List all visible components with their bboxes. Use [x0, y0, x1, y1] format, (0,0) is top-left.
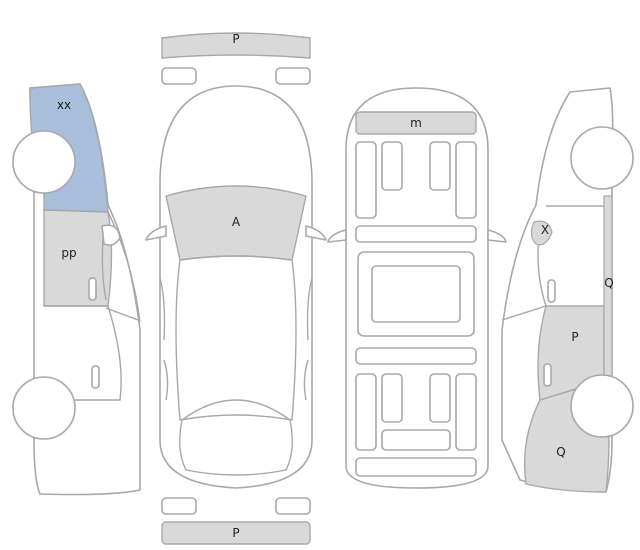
front-bumper-panel[interactable]: [161, 32, 311, 59]
rear-right-seat-back: [429, 373, 451, 423]
left-mirror: [101, 224, 121, 246]
right-front-wheel: [570, 126, 634, 190]
right-rear-quarter-label: Q: [556, 445, 565, 459]
right-side-view: X Q P Q: [501, 87, 634, 493]
front-bumper-label: P: [232, 32, 239, 46]
top-side-lines: [159, 277, 313, 401]
right-headlight: [275, 67, 311, 85]
right-mirror-top: [305, 225, 327, 241]
right-front-door-handle: [547, 279, 556, 303]
right-mirror[interactable]: [530, 220, 553, 246]
trunk-bar: [355, 457, 477, 477]
dashboard-bar: [355, 225, 477, 243]
left-front-door-handle: [88, 277, 97, 301]
rear-bar: [355, 347, 477, 365]
roof-panel[interactable]: [355, 111, 477, 135]
front-left-seat: [355, 141, 377, 219]
right-rear-wheel: [570, 374, 634, 438]
hood-label: A: [232, 215, 241, 229]
interior-view: m: [327, 87, 507, 489]
interior-left-mirror: [327, 229, 347, 243]
left-front-wheel: [12, 130, 76, 194]
right-rear-door-handle: [543, 363, 552, 387]
left-side-view: xx pp: [12, 83, 141, 496]
left-front-door-panel[interactable]: [43, 209, 113, 307]
rear-right-seat: [455, 373, 477, 451]
right-rear-door-label: P: [571, 330, 578, 344]
front-right-seat: [455, 141, 477, 219]
rear-bumper-panel[interactable]: [161, 521, 311, 545]
left-front-fender-label: xx: [57, 98, 71, 112]
right-mirror-label: X: [541, 223, 549, 237]
left-mirror-top: [145, 225, 167, 241]
left-rear-door-handle: [91, 365, 100, 389]
interior-right-mirror: [487, 229, 507, 243]
right-taillight: [275, 497, 311, 515]
center-console-inner: [371, 265, 461, 323]
rear-window-line: [179, 399, 293, 476]
roof-label: m: [410, 116, 422, 130]
left-taillight: [161, 497, 197, 515]
top-view: P A P: [145, 32, 327, 545]
front-left-seat-back: [381, 141, 403, 191]
rear-bumper-label: P: [232, 526, 239, 540]
left-headlight: [161, 67, 197, 85]
right-pillar-label: Q: [604, 276, 613, 290]
rear-left-seat: [355, 373, 377, 451]
windshield-line: [175, 255, 297, 421]
top-body-outline: [159, 85, 313, 489]
left-front-door-label: pp: [61, 246, 76, 260]
rear-left-seat-back: [381, 373, 403, 423]
front-right-seat-back: [429, 141, 451, 191]
left-rear-wheel: [12, 376, 76, 440]
rear-bench: [381, 429, 451, 451]
right-rear-door-panel[interactable]: [537, 305, 605, 401]
